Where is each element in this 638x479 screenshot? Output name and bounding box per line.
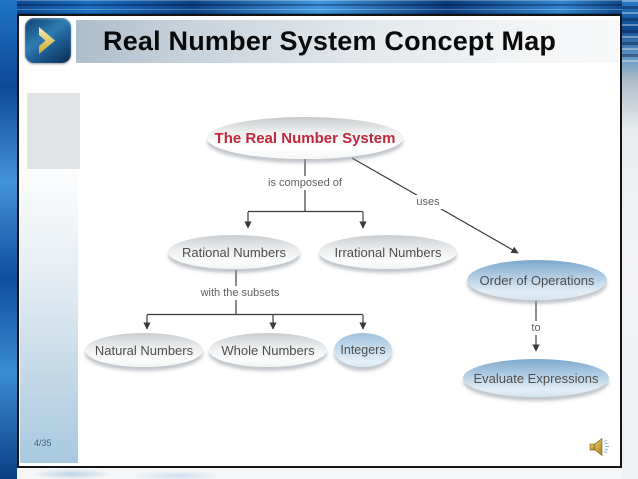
node-whole-numbers: Whole Numbers: [209, 333, 327, 367]
background-texture-bottom: [17, 468, 622, 479]
node-label: Natural Numbers: [94, 342, 194, 358]
edge-label-to: to: [525, 321, 547, 335]
slide-title: Real Number System Concept Map: [103, 26, 557, 56]
background-texture-right-stripes: [622, 0, 638, 62]
edge-label-with-the-subsets: with the subsets: [193, 286, 287, 300]
sidebar-gray-block: [27, 93, 80, 169]
background-texture-top: [0, 0, 638, 14]
page-number: 4/35: [34, 438, 52, 448]
slide-title-bar: Real Number System Concept Map: [76, 20, 619, 63]
node-evaluate-expressions: Evaluate Expressions: [463, 359, 609, 397]
node-label: The Real Number System: [214, 129, 396, 147]
edge-label-uses: uses: [411, 195, 445, 209]
node-label: Integers: [340, 343, 386, 357]
node-natural-numbers: Natural Numbers: [85, 333, 203, 367]
node-label: Evaluate Expressions: [473, 370, 599, 386]
background-texture-left: [0, 0, 17, 479]
edge-label-is-composed-of: is composed of: [260, 176, 350, 190]
node-rational-numbers: Rational Numbers: [168, 235, 300, 269]
slide-canvas: [17, 14, 622, 468]
chevron-right-icon: [25, 18, 71, 63]
node-label: Rational Numbers: [181, 244, 287, 260]
node-order-of-operations: Order of Operations: [467, 260, 607, 300]
speaker-icon[interactable]: [588, 436, 612, 458]
background-texture-right: [622, 0, 638, 479]
sidebar-gradient-strip: [20, 169, 78, 463]
node-integers: Integers: [334, 333, 392, 367]
node-irrational-numbers: Irrational Numbers: [319, 235, 457, 269]
node-label: Whole Numbers: [221, 342, 315, 358]
node-label: Irrational Numbers: [334, 244, 442, 260]
node-label: Order of Operations: [479, 272, 595, 288]
node-real-number-system: The Real Number System: [207, 117, 403, 159]
